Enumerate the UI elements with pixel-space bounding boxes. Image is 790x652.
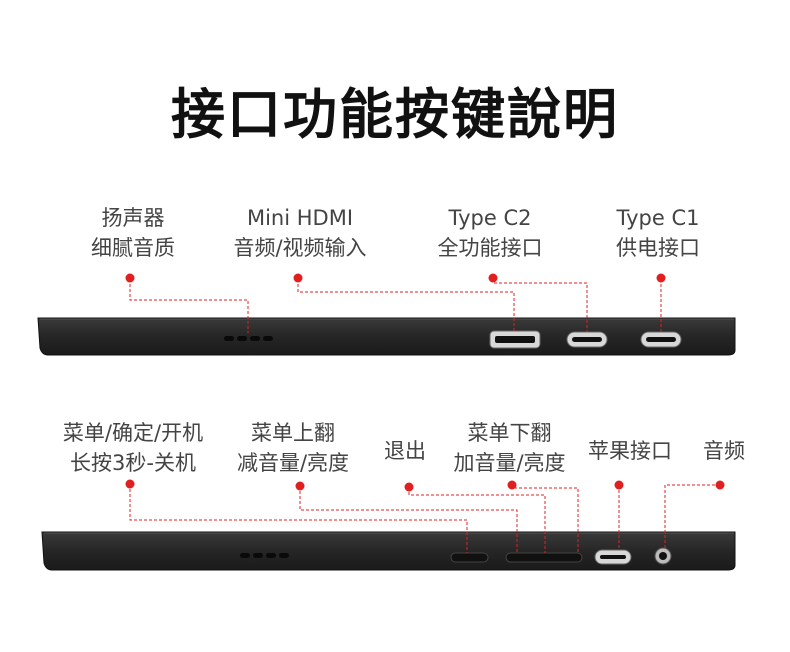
bottom-callout-lines (129, 484, 720, 553)
exit-label-line1: 退出 (384, 439, 426, 463)
menu-up-label-line1: 菜单上翻 (251, 421, 335, 445)
page-title: 接口功能按键說明 (171, 83, 619, 146)
type-c1-label-line1: Type C1 (616, 206, 700, 230)
menu-power-label-line2: 长按3秒-关机 (70, 451, 196, 475)
audio-jack-port (654, 547, 672, 565)
mini-hdmi-port (489, 330, 541, 349)
menu-down-label-line2: 加音量/亮度 (453, 451, 566, 475)
type-c1-label: Type C1 供电接口 (598, 203, 718, 263)
menu-up-label-line2: 减音量/亮度 (236, 451, 350, 475)
type-c2-dot (488, 273, 498, 283)
top-callout-dots (125, 273, 666, 283)
menu-down-label: 菜单下翻 加音量/亮度 (442, 418, 577, 478)
volume-rocker-button (505, 552, 583, 563)
lightning-dot (614, 480, 624, 490)
mini-hdmi-label-line2: 音频/视频输入 (233, 236, 367, 260)
speaker-label-line1: 扬声器 (101, 206, 165, 230)
exit-label: 退出 (375, 436, 435, 466)
menu-power-dot (125, 479, 135, 489)
bottom-callout-dots (125, 479, 725, 492)
exit-dot (404, 482, 414, 492)
lightning-port (594, 549, 632, 565)
type-c2-port (566, 331, 608, 348)
type-c2-label: Type C2 全功能接口 (425, 203, 555, 263)
audio-jack-dot (715, 480, 725, 490)
menu-power-button (450, 552, 489, 563)
type-c2-label-line1: Type C2 (448, 206, 532, 230)
menu-up-label: 菜单上翻 减音量/亮度 (228, 418, 358, 478)
bottom-speaker-grille (240, 553, 289, 558)
type-c2-label-line2: 全功能接口 (437, 236, 543, 260)
mini-hdmi-dot (293, 273, 303, 283)
menu-down-dot (507, 480, 517, 490)
top-device-panel (37, 317, 736, 356)
bottom-device-panel (41, 531, 736, 571)
menu-power-label: 菜单/确定/开机 长按3秒-关机 (48, 418, 218, 478)
mini-hdmi-label-line1: Mini HDMI (246, 206, 354, 230)
mini-hdmi-label: Mini HDMI 音频/视频输入 (220, 203, 380, 263)
lightning-port-label-line1: 苹果接口 (588, 439, 672, 463)
lightning-port-label: 苹果接口 (580, 436, 680, 466)
type-c1-port (640, 331, 682, 348)
menu-up-dot (295, 481, 305, 491)
type-c1-label-line2: 供电接口 (616, 236, 700, 260)
audio-jack-label-line1: 音频 (703, 439, 745, 463)
audio-jack-label: 音频 (692, 436, 756, 466)
speaker-dot (125, 273, 135, 283)
type-c1-dot (656, 273, 666, 283)
top-speaker-grille (224, 336, 273, 341)
speaker-label: 扬声器 细腻音质 (78, 203, 188, 263)
speaker-label-line2: 细腻音质 (91, 236, 175, 260)
menu-down-label-line1: 菜单下翻 (467, 421, 552, 445)
menu-power-label-line1: 菜单/确定/开机 (62, 421, 204, 445)
